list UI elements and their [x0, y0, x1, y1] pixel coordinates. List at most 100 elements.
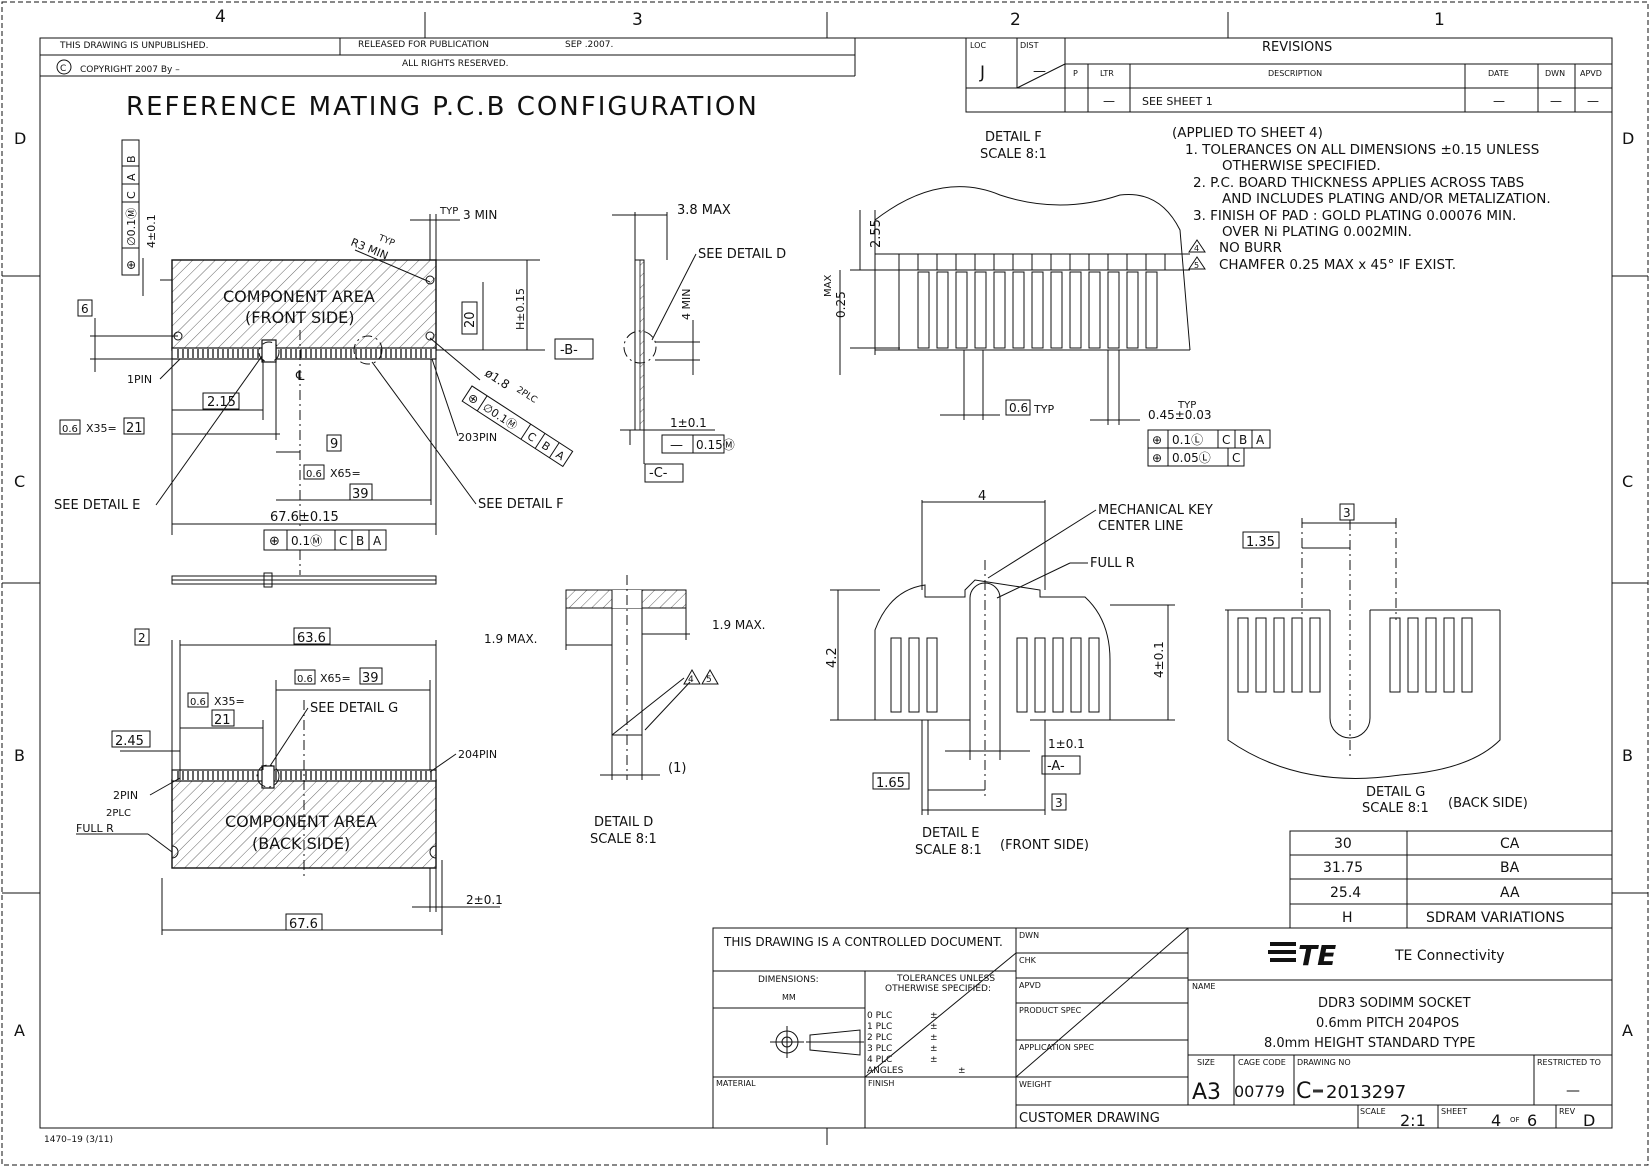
- dim-2-back: 2: [138, 631, 146, 645]
- detail-f-callout-circle: [353, 335, 383, 365]
- sheet-number: 4: [1491, 1111, 1501, 1130]
- form-number: 1470–19 (3/11): [44, 1135, 113, 1145]
- side-view: 3.8 MAX SEE DETAIL D 4 MIN 1±0.1 — 0.15Ⓜ…: [612, 203, 786, 483]
- hole-2plc: 2PLC: [514, 385, 538, 406]
- detail-f-scale: SCALE 8:1: [980, 147, 1047, 162]
- variation-row-1-code: CA: [1500, 836, 1520, 852]
- detail-g-pads-left: [1237, 617, 1321, 693]
- detail-f-0-25: 0.25: [834, 291, 848, 318]
- back-pads: [177, 771, 432, 780]
- x65-front: X65=: [330, 467, 361, 480]
- detail-d-note-4: 4: [688, 675, 694, 685]
- restricted-value: —: [1566, 1083, 1580, 1099]
- detail-e-pads-right: [1016, 637, 1100, 713]
- pin-203-label: 203PIN: [458, 431, 497, 444]
- controlled-document: THIS DRAWING IS A CONTROLLED DOCUMENT.: [723, 935, 1003, 949]
- pin-204-label: 204PIN: [458, 748, 497, 761]
- dim-6: 6: [81, 302, 89, 316]
- revisions-title: REVISIONS: [1262, 40, 1332, 55]
- detail-f-width-typ: TYP: [1177, 400, 1196, 411]
- notes-heading: (APPLIED TO SHEET 4): [1172, 125, 1323, 141]
- material-label: MATERIAL: [716, 1079, 756, 1088]
- revisions-block: [965, 37, 1613, 113]
- datum-a: -A-: [1047, 759, 1065, 774]
- rev-label: REV: [1559, 1107, 1576, 1116]
- see-detail-e: SEE DETAIL E: [54, 498, 140, 513]
- side-1-tol: 1±0.1: [670, 416, 707, 430]
- detail-f-fcf1-symbol: ⊕: [1152, 433, 1162, 447]
- rights-note: ALL RIGHTS RESERVED.: [402, 59, 509, 69]
- zone-left-d: D: [14, 129, 26, 148]
- variation-row-2-code: BA: [1500, 860, 1520, 876]
- variations-table: [1289, 830, 1613, 929]
- detail-f-fcf1-c: C: [1222, 433, 1230, 447]
- zone-right-d: D: [1622, 129, 1634, 148]
- te-logo-icon: TE: [1268, 939, 1336, 972]
- projection-symbol-icon: [770, 1026, 864, 1058]
- rev-row-apvd: —: [1587, 94, 1599, 108]
- scale-value: 2:1: [1400, 1111, 1426, 1130]
- product-spec-label: PRODUCT SPEC: [1019, 1006, 1082, 1015]
- detail-e-full-r: FULL R: [1090, 556, 1135, 571]
- variation-head-h: H: [1342, 910, 1353, 926]
- zone-top-3: 3: [632, 10, 643, 30]
- detail-g-callout-circle: [256, 764, 280, 788]
- detail-e-callout-circle: [258, 341, 280, 363]
- detail-f-pads: [917, 271, 1158, 349]
- dim-4-tol: 4±0.1: [145, 214, 158, 248]
- note-5-triangle: [1188, 256, 1206, 270]
- zone-right-c: C: [1622, 472, 1633, 491]
- detail-e: 4 MECHANICAL KEY CENTER LINE FULL R 4.2 …: [825, 489, 1213, 858]
- plc-2: 2 PLC: [867, 1033, 892, 1043]
- sheet-label: SHEET: [1441, 1107, 1467, 1116]
- col-ltr: LTR: [1100, 69, 1114, 78]
- sheet-total: 6: [1527, 1111, 1537, 1130]
- cage-code-value: 00779: [1234, 1082, 1285, 1101]
- col-description: DESCRIPTION: [1268, 69, 1322, 78]
- col-dwn: DWN: [1545, 69, 1565, 78]
- front-typ: TYP: [439, 206, 458, 217]
- plc-1-pm: ±: [930, 1022, 938, 1032]
- plc-3-pm: ±: [930, 1044, 938, 1054]
- dim-9: 9: [330, 437, 338, 452]
- detail-f-tab-lines: [898, 254, 1166, 350]
- front-side-label: (FRONT SIDE): [245, 308, 355, 327]
- rev-row-ltr: —: [1103, 94, 1115, 108]
- side-3-8-max: 3.8 MAX: [677, 203, 731, 218]
- front-area-label: COMPONENT AREA: [223, 287, 375, 306]
- fcf-front-vertical-symbol: ⊕: [124, 260, 138, 270]
- customer-drawing: CUSTOMER DRAWING: [1019, 1111, 1160, 1126]
- datum-b: -B-: [560, 343, 578, 358]
- sheet-of: OF: [1510, 1116, 1520, 1124]
- dim-0-6-front-b: 0.6: [306, 469, 322, 480]
- detail-d-scale: SCALE 8:1: [590, 832, 657, 847]
- detail-f-label: DETAIL F: [985, 130, 1042, 145]
- fcf-front-bottom-b: B: [356, 534, 364, 548]
- dim-front-width: 67.6±0.15: [270, 510, 339, 525]
- col-p: P: [1073, 69, 1078, 78]
- back-view: COMPONENT AREA (BACK SIDE) 2 63.6 0.6 X6…: [76, 627, 503, 935]
- note-4-triangle: [1188, 239, 1206, 253]
- fcf-front-vertical: [121, 139, 140, 276]
- front-pad-row: [171, 347, 437, 360]
- detail-g-label: DETAIL G: [1366, 785, 1425, 800]
- note-4-number: 4: [1194, 244, 1199, 253]
- front-pads: [177, 349, 432, 358]
- copyright-symbol: C: [60, 64, 66, 74]
- detail-g: 3 1.35 DETAIL G SCALE 8:1 (BACK SIDE): [1225, 503, 1528, 816]
- company-name: TE Connectivity: [1394, 948, 1505, 964]
- detail-e-label: DETAIL E: [922, 826, 979, 841]
- detail-d-ref-1: (1): [668, 761, 686, 776]
- detail-e-side: (FRONT SIDE): [1000, 838, 1089, 853]
- detail-g-1-35: 1.35: [1246, 535, 1275, 550]
- back-full-r-left: [171, 845, 179, 859]
- dim-2-15: 2.15: [207, 395, 236, 410]
- detail-g-side: (BACK SIDE): [1448, 796, 1528, 811]
- front-view: ℄ COMPONENT AREA (FRONT SIDE) 67.6±0.15 …: [54, 139, 594, 588]
- variation-row-3-h: 25.4: [1330, 885, 1361, 901]
- detail-g-3: 3: [1343, 506, 1351, 520]
- detail-f-pitch-typ: TYP: [1033, 403, 1054, 416]
- loc-label: LOC: [970, 41, 986, 50]
- dimensions-label: DIMENSIONS:: [758, 975, 819, 985]
- plc-0: 0 PLC: [867, 1011, 892, 1021]
